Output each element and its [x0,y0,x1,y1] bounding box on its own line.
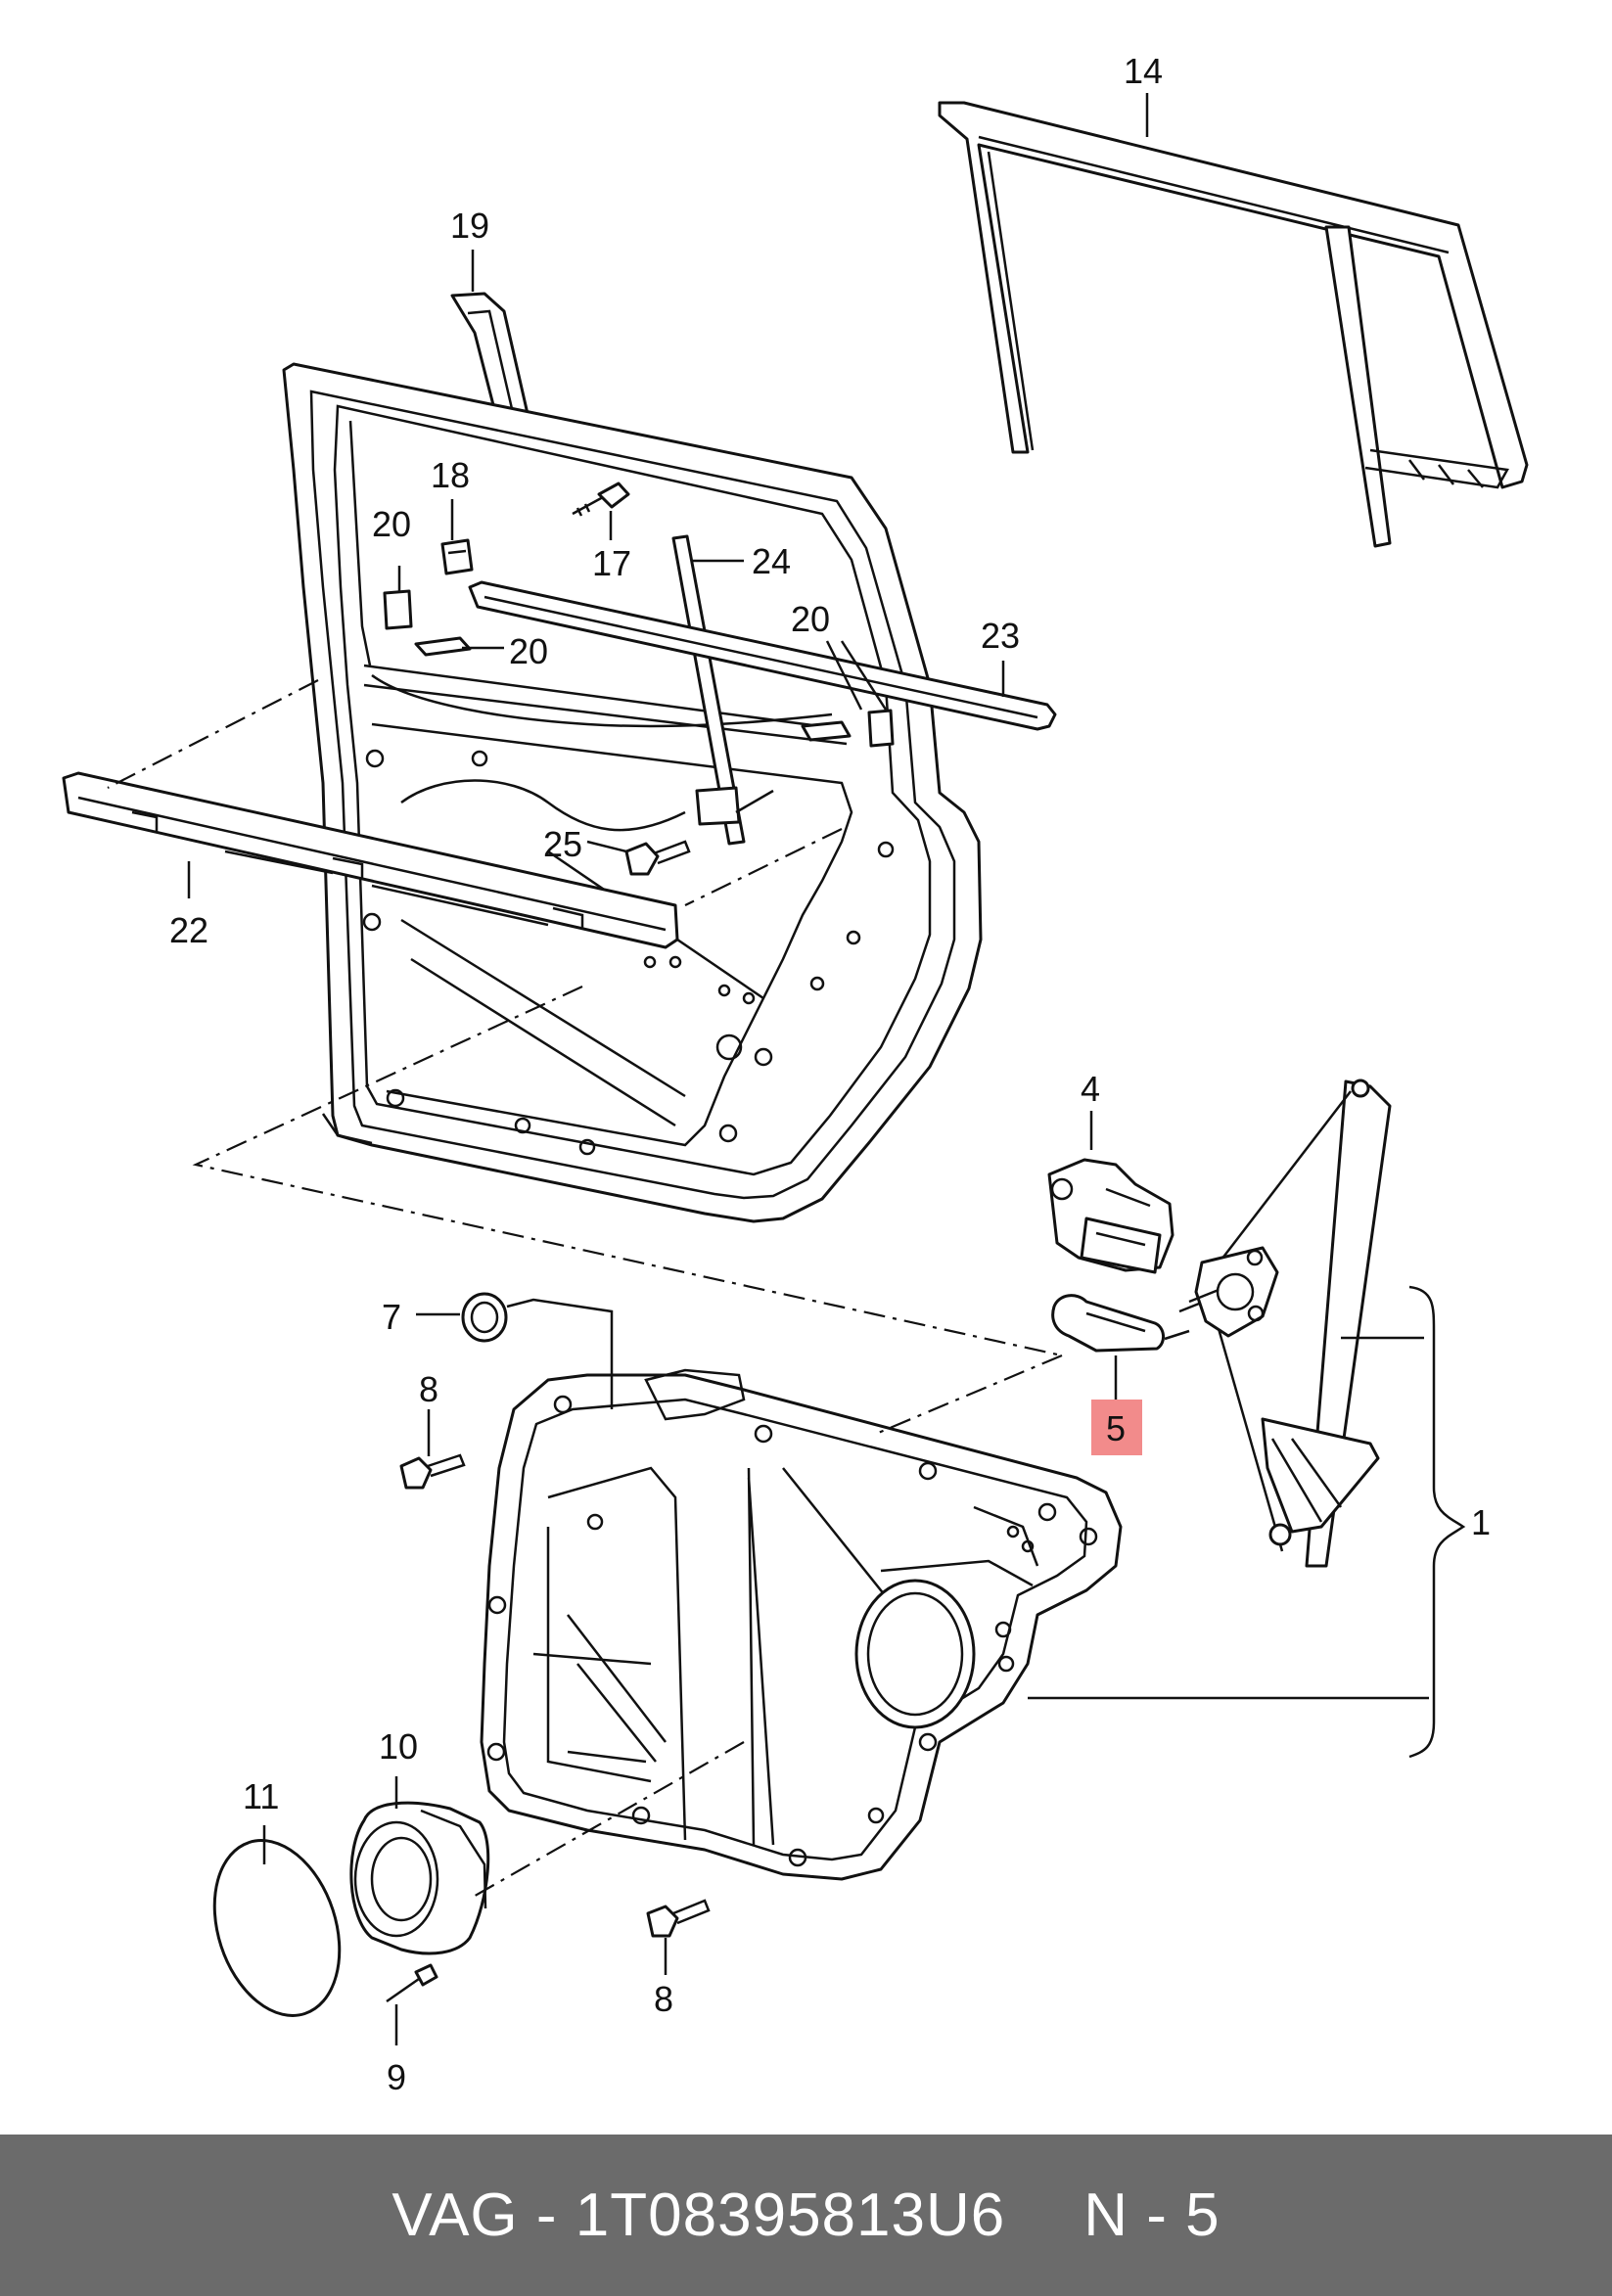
footer-ref-prefix: N [1083,2181,1129,2249]
callout-7: 7 [382,1297,401,1337]
callout-20-left: 20 [372,504,411,544]
window-crank-handle-5 [1051,1294,1190,1353]
highlight-box-5 [1091,1400,1142,1455]
carrier-plate [480,1368,1123,1881]
seal-pieces-20 [383,589,895,748]
bolt-8-upper [399,1453,466,1490]
callout-17: 17 [592,543,631,583]
speaker-10 [349,1801,490,1955]
callout-8-upper: 8 [419,1369,438,1409]
speaker-cover-11 [212,1839,342,2017]
window-frame-seal-14 [938,101,1529,548]
sill-seal-22 [62,771,679,949]
assembly-lines [107,679,1063,1900]
callout-18: 18 [431,455,470,495]
callout-labels: 14 19 18 20 17 24 20 20 23 22 25 4 7 8 5… [169,51,1491,2097]
callout-22: 22 [169,910,208,950]
callout-20-middle: 20 [509,631,548,671]
callout-24: 24 [752,541,791,581]
callout-23: 23 [981,616,1020,656]
callout-9: 9 [387,2057,406,2097]
footer-brand: VAG [391,2181,519,2249]
door-shell [282,362,983,1223]
footer-part-number: 1T08395813U6 [575,2181,1006,2249]
callout-20-right: 20 [791,599,830,639]
callout-1: 1 [1471,1502,1491,1542]
grommet-7 [461,1292,508,1343]
footer-ref-number: 5 [1185,2181,1221,2249]
part-number-footer: VAG - 1T08395813U6 N - 5 [0,2135,1612,2296]
window-motor-4 [1047,1158,1174,1274]
footer-separator: - [535,2181,558,2249]
callout-11: 11 [243,1776,279,1816]
clip-18 [440,538,474,575]
bolt-25 [624,840,691,876]
window-regulator-1 [1178,1079,1424,1568]
parts-diagram: 14 19 18 20 17 24 20 20 23 22 25 4 7 8 5… [62,51,1529,2097]
waist-seal-23 [468,580,1057,731]
callout-5: 5 [1106,1408,1126,1448]
window-guide-24 [671,534,774,846]
leader-lines [187,93,1466,2045]
callout-14: 14 [1124,51,1163,91]
bolt-8-lower [646,1899,711,1938]
callout-4: 4 [1081,1069,1100,1109]
callout-19: 19 [450,206,489,246]
callout-10: 10 [379,1726,418,1767]
screw-9 [386,1963,438,2003]
callout-25: 25 [543,824,582,864]
callout-8-lower: 8 [654,1979,673,2019]
screw-17 [572,482,630,517]
footer-ref-separator: - [1146,2181,1168,2249]
